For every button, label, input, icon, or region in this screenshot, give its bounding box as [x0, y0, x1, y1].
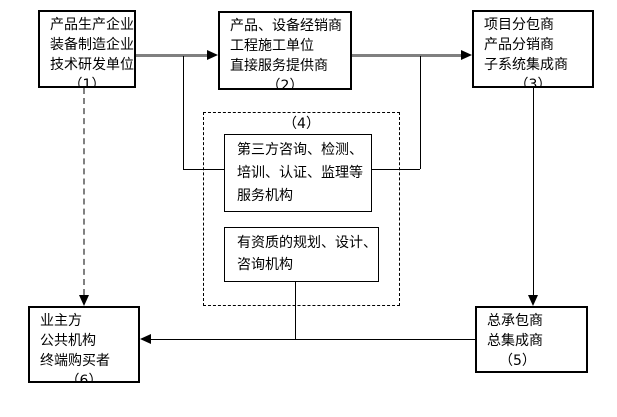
box-subcontractors-line2: 产品分销商 [484, 37, 554, 53]
box-contractor-line1: 总承包商 [487, 313, 543, 329]
box-producers-line1: 产品生产企业 [50, 17, 134, 33]
dashed-arrow-producers-to-owners-line [83, 88, 85, 295]
box-producers: 产品生产企业 装备制造企业 技术研发单位 （1） [38, 10, 136, 88]
services-group-box: （4） [203, 112, 400, 306]
box-dealers-number: （2） [266, 78, 304, 90]
box-dealers-line2: 工程施工单位 [230, 38, 314, 54]
box-third-party-line2: 培训、认证、监理等 [237, 165, 363, 181]
connector-left-horizontal [183, 169, 224, 170]
arrowhead-left-icon [140, 334, 151, 344]
box-dealers: 产品、设备经销商 工程施工单位 直接服务提供商 （2） [218, 11, 352, 90]
box-qualified-agencies: 有资质的规划、设计、 咨询机构 [224, 227, 379, 282]
box-owners: 业主方 公共机构 终端购买者 （6） [28, 306, 140, 383]
arrowhead-right-icon [461, 50, 472, 60]
box-subcontractors-number: （3） [514, 77, 552, 88]
box-third-party-line3: 服务机构 [237, 188, 293, 204]
box-subcontractors-line1: 项目分包商 [484, 17, 554, 33]
box-owners-line1: 业主方 [40, 313, 82, 329]
arrowhead-down-icon [79, 295, 89, 306]
connector-right-horizontal [372, 169, 420, 170]
services-group-label: （4） [283, 116, 320, 132]
arrowhead-down-icon [528, 295, 538, 306]
box-producers-line2: 装备制造企业 [50, 37, 134, 53]
box-subcontractors: 项目分包商 产品分销商 子系统集成商 （3） [472, 10, 594, 88]
connector-right-vertical [420, 56, 421, 169]
box-qualified-line2: 咨询机构 [237, 257, 293, 273]
box-producers-line3: 技术研发单位 [50, 57, 134, 73]
box-subcontractors-line3: 子系统集成商 [484, 57, 568, 73]
arrow-dealers-to-subcontractors-line [352, 54, 464, 57]
box-qualified-line1: 有资质的规划、设计、 [237, 235, 377, 251]
arrow-producers-to-dealers-line [136, 54, 210, 57]
box-owners-number: （6） [65, 373, 103, 383]
box-owners-line2: 公共机构 [40, 333, 96, 349]
box-owners-line3: 终端购买者 [40, 353, 110, 369]
box-contractor-number: （5） [499, 353, 536, 369]
connector-qualified-to-bottom-arrow [295, 282, 296, 339]
connector-left-vertical [183, 56, 184, 169]
box-third-party-services: 第三方咨询、检测、 培训、认证、监理等 服务机构 [224, 134, 372, 212]
box-producers-number: （1） [68, 77, 106, 88]
arrow-contractor-to-owners-line [151, 339, 475, 340]
arrowhead-right-icon [207, 50, 218, 60]
box-dealers-line1: 产品、设备经销商 [230, 18, 342, 34]
box-contractor: 总承包商 总集成商 （5） [475, 306, 588, 373]
arrow-subcontractors-to-contractor-line [533, 88, 534, 295]
box-contractor-line2: 总集成商 [487, 333, 543, 349]
box-third-party-line1: 第三方咨询、检测、 [237, 142, 363, 158]
box-dealers-line3: 直接服务提供商 [230, 58, 328, 74]
